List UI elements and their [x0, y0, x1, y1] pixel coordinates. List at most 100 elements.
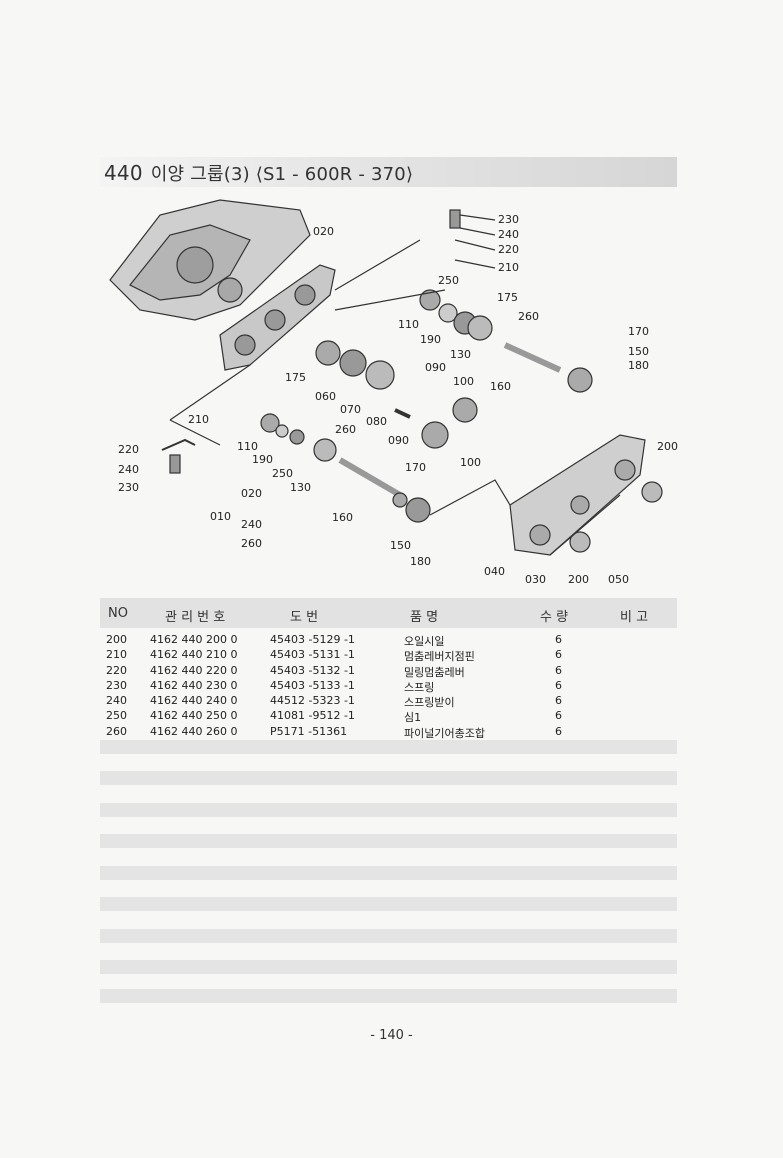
cell-qty: 6 [555, 663, 562, 677]
cell-mgmt: 4162 440 250 0 [150, 709, 238, 723]
page-number: - 140 - [370, 1028, 413, 1043]
table-row: 260 4162 440 260 0 P5171 -51361 파이널기어총조합 6 [100, 725, 677, 740]
table-row: 240 4162 440 240 0 44512 -5323 -1 스프링받이 6 [100, 694, 677, 709]
svg-text:200: 200 [657, 440, 678, 453]
cell-name: 오일시일 [404, 635, 445, 648]
table-stripe [100, 834, 677, 848]
svg-text:090: 090 [425, 361, 446, 374]
cell-mgmt: 4162 440 200 0 [150, 633, 238, 646]
cell-qty: 6 [555, 709, 562, 723]
svg-text:110: 110 [398, 318, 419, 331]
cell-no: 240 [106, 694, 127, 708]
table-stripe [100, 989, 677, 1003]
cell-no: 230 [106, 678, 127, 692]
cell-name: 심1 [404, 711, 422, 725]
svg-text:250: 250 [272, 467, 293, 480]
svg-text:230: 230 [498, 213, 519, 226]
cell-name: 스프링 [404, 680, 435, 694]
table-stripe [100, 771, 677, 785]
table-stripe [100, 740, 677, 754]
cell-name: 파이널기어총조합 [404, 726, 485, 740]
svg-text:080: 080 [366, 415, 387, 428]
svg-text:020: 020 [313, 225, 334, 238]
svg-text:070: 070 [340, 403, 361, 416]
svg-text:260: 260 [518, 310, 539, 323]
svg-text:190: 190 [420, 333, 441, 346]
col-header-qty: 수 량 [540, 610, 569, 625]
svg-text:210: 210 [498, 261, 519, 274]
svg-text:190: 190 [252, 453, 273, 466]
svg-text:260: 260 [241, 537, 262, 550]
table-header-band [100, 598, 677, 628]
svg-text:050: 050 [608, 573, 629, 586]
cell-drawing: 45403 -5132 -1 [270, 663, 355, 677]
table-stripe [100, 897, 677, 911]
svg-text:100: 100 [460, 456, 481, 469]
svg-text:240: 240 [118, 463, 139, 476]
svg-text:220: 220 [498, 243, 519, 256]
svg-text:130: 130 [290, 481, 311, 494]
svg-text:060: 060 [315, 390, 336, 403]
cell-no: 260 [106, 724, 127, 738]
svg-text:150: 150 [390, 539, 411, 552]
cell-drawing: 44512 -5323 -1 [270, 694, 355, 708]
cell-name: 밀링멈춤레버 [404, 665, 465, 679]
cell-qty: 6 [555, 694, 562, 708]
table-stripe [100, 960, 677, 974]
cell-qty: 6 [555, 633, 562, 646]
svg-text:250: 250 [438, 274, 459, 287]
svg-text:100: 100 [453, 375, 474, 388]
svg-text:175: 175 [497, 291, 518, 304]
svg-text:110: 110 [237, 440, 258, 453]
cell-name: 스프링받이 [404, 696, 455, 710]
svg-text:150: 150 [628, 345, 649, 358]
cell-mgmt: 4162 440 240 0 [150, 694, 238, 708]
svg-text:170: 170 [628, 325, 649, 338]
cell-mgmt: 4162 440 260 0 [150, 724, 238, 738]
svg-text:240: 240 [498, 228, 519, 241]
svg-text:020: 020 [241, 487, 262, 500]
cell-qty: 6 [555, 678, 562, 692]
svg-text:240: 240 [241, 518, 262, 531]
cell-name: 멈춤레버지점핀 [404, 650, 475, 664]
cell-qty: 6 [555, 648, 562, 662]
table-stripe [100, 866, 677, 880]
cell-drawing: 45403 -5133 -1 [270, 678, 355, 692]
svg-text:200: 200 [568, 573, 589, 586]
svg-text:040: 040 [484, 565, 505, 578]
cell-no: 220 [106, 663, 127, 677]
cell-drawing: P5171 -51361 [270, 724, 348, 738]
cell-no: 200 [106, 633, 127, 646]
cell-drawing: 45403 -5129 -1 [270, 633, 355, 646]
table-stripe [100, 929, 677, 943]
svg-text:160: 160 [332, 511, 353, 524]
col-header-name: 품 명 [410, 610, 439, 625]
svg-text:230: 230 [118, 481, 139, 494]
cell-qty: 6 [555, 724, 562, 738]
svg-text:180: 180 [628, 359, 649, 372]
svg-text:030: 030 [525, 573, 546, 586]
svg-text:010: 010 [210, 510, 231, 523]
table-stripe [100, 803, 677, 817]
col-header-no: NO [108, 606, 128, 621]
col-header-remarks: 비 고 [620, 610, 649, 625]
svg-text:160: 160 [490, 380, 511, 393]
cell-mgmt: 4162 440 210 0 [150, 648, 238, 662]
cell-no: 250 [106, 709, 127, 723]
svg-text:220: 220 [118, 443, 139, 456]
cell-drawing: 45403 -5131 -1 [270, 648, 355, 662]
svg-text:210: 210 [188, 413, 209, 426]
cell-drawing: 41081 -9512 -1 [270, 709, 355, 723]
col-header-mgmt: 관 리 번 호 [165, 610, 226, 625]
svg-text:130: 130 [450, 348, 471, 361]
svg-text:180: 180 [410, 555, 431, 568]
col-header-drawing: 도 번 [290, 610, 319, 625]
svg-text:260: 260 [335, 423, 356, 436]
